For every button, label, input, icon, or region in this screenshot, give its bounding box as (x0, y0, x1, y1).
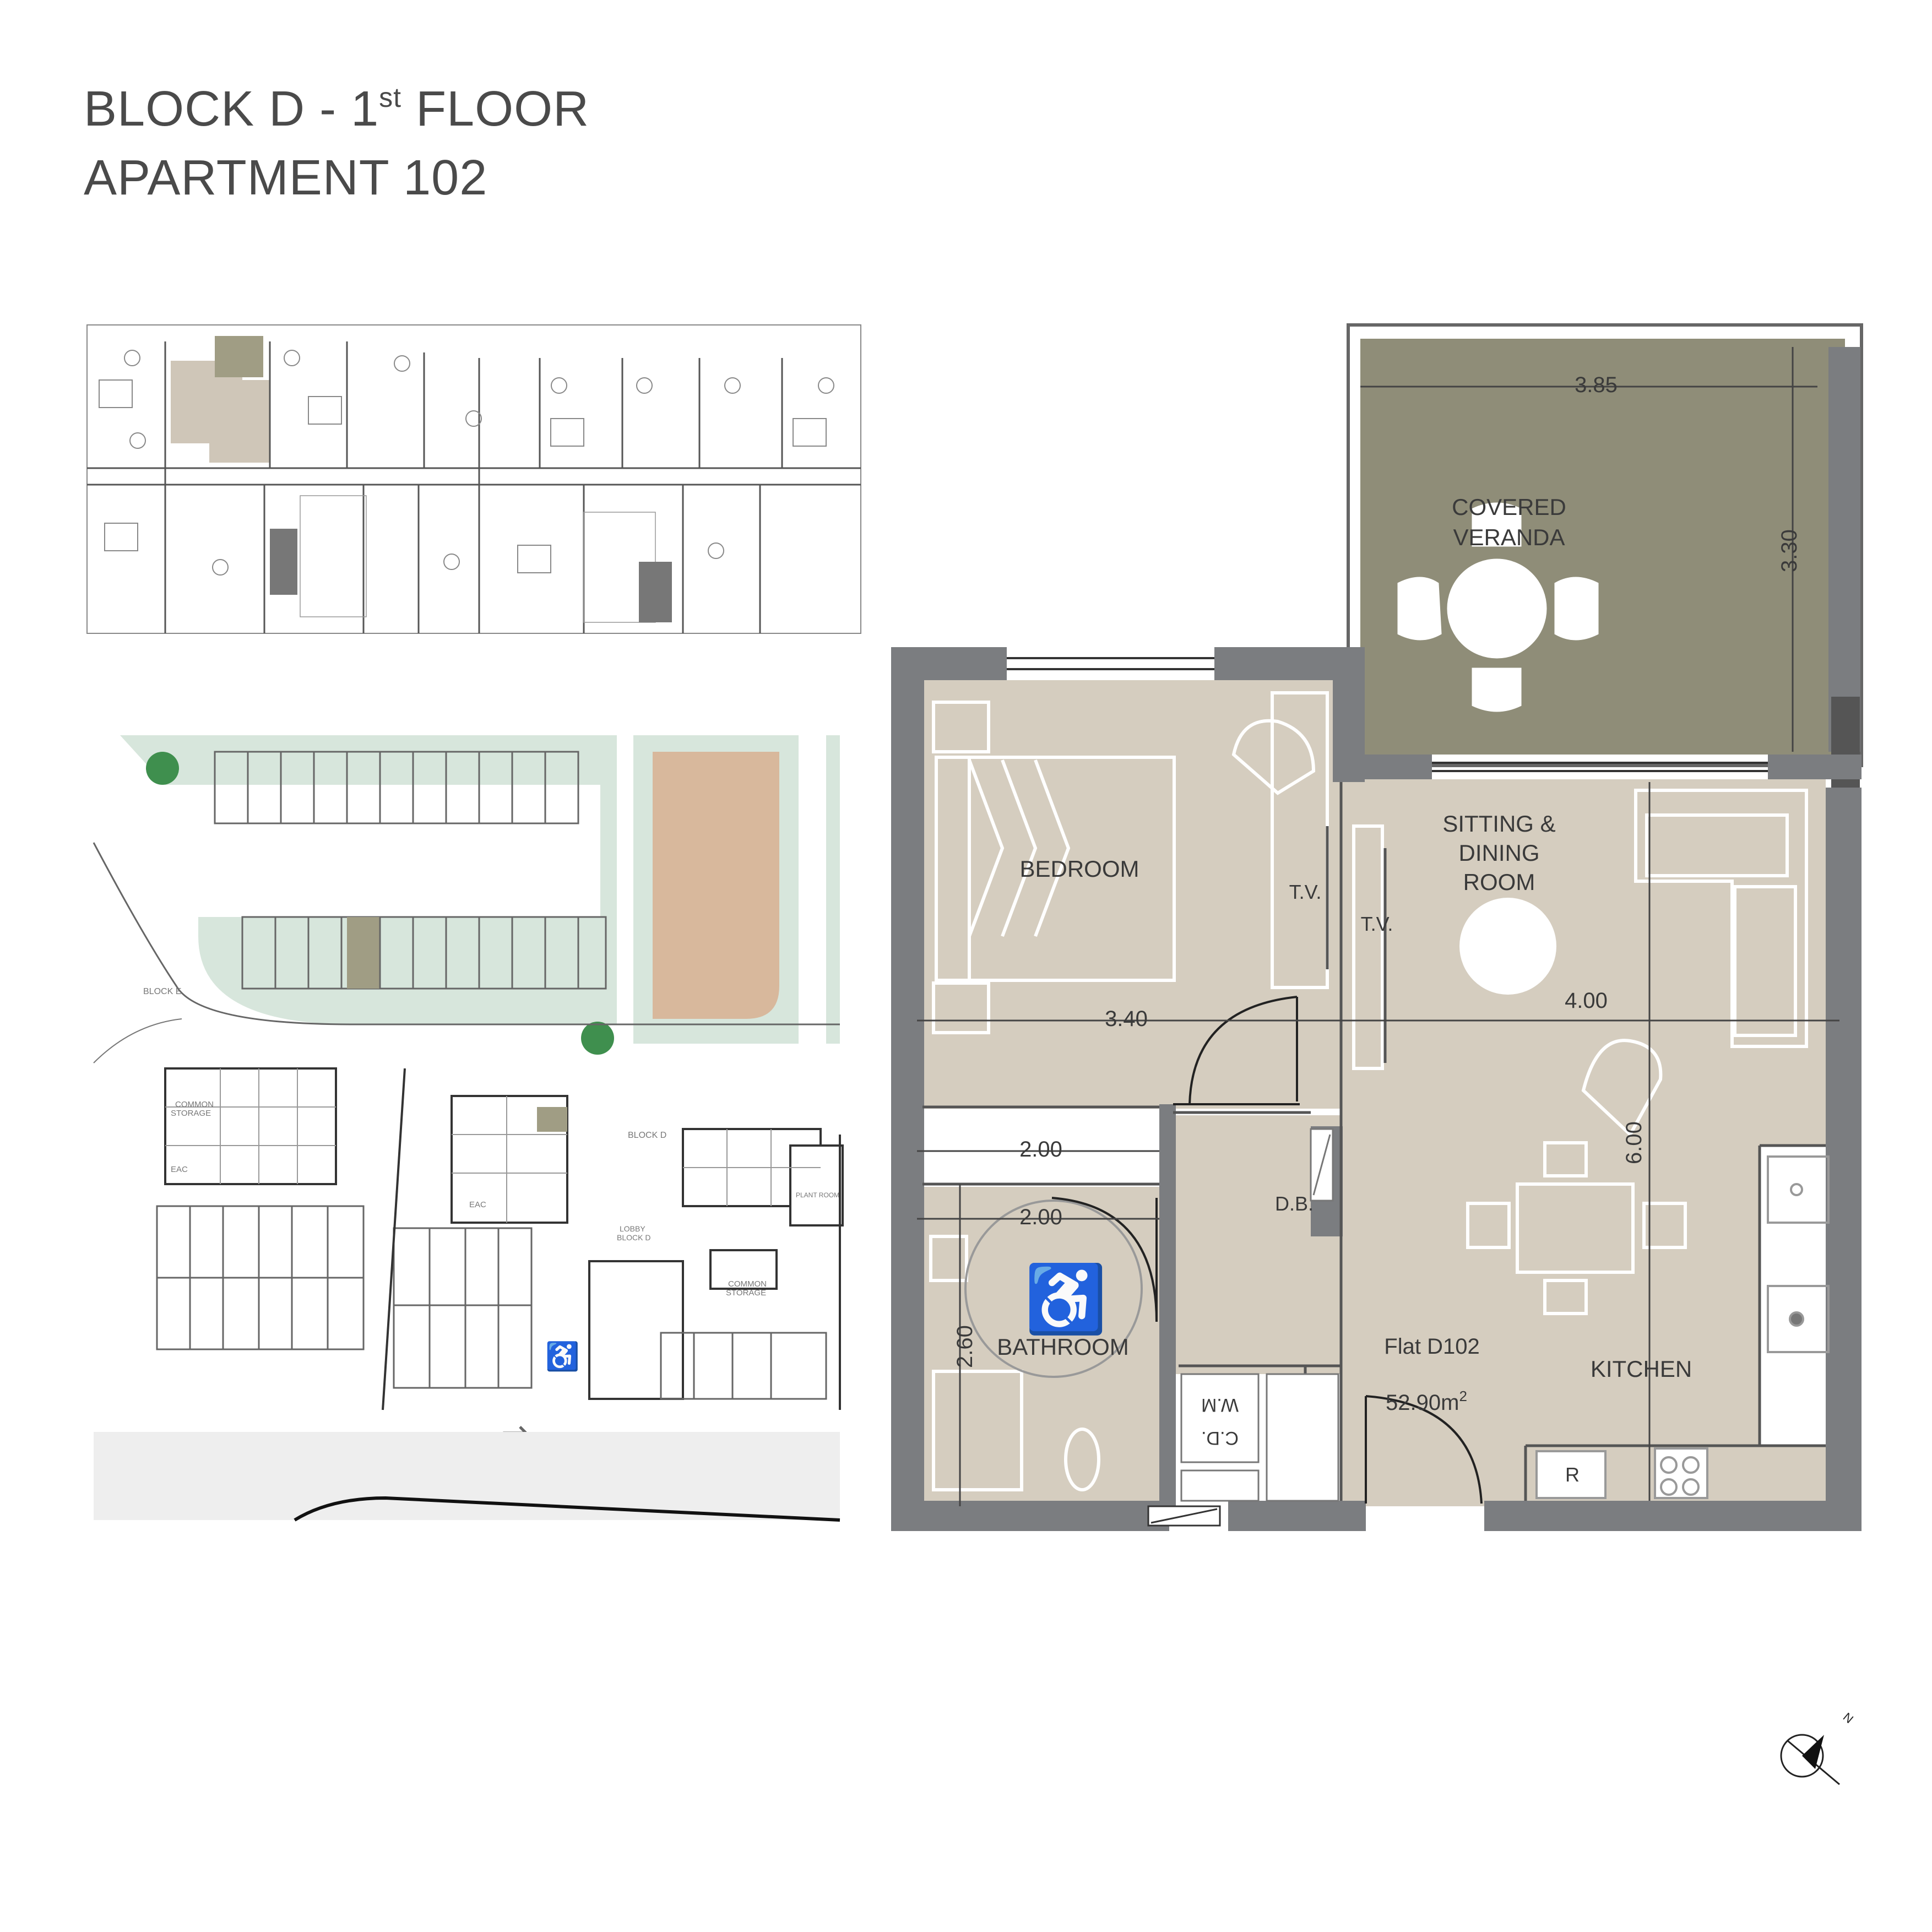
label-tv-bedroom: T.V. (1289, 881, 1322, 903)
north-arrow-icon: N (1780, 1710, 1856, 1786)
tree-icon (146, 752, 614, 1055)
dim-bathroom-width: 2.00 (1019, 1205, 1062, 1229)
title-ordinal-suffix: st (379, 82, 402, 113)
site-label-lobby-line2: BLOCK D (617, 1233, 650, 1242)
dim-bathroom-depth: 2.60 (953, 1325, 977, 1368)
accessible-parking-icon: ♿ (545, 1341, 579, 1372)
label-bathroom: BATHROOM (997, 1334, 1129, 1360)
label-covered-veranda-2: VERANDA (1453, 524, 1565, 550)
accessibility-icon: ♿ (1024, 1262, 1106, 1337)
dimension-lines (917, 782, 1839, 1506)
site-plan: BLOCK E COMMON STORAGE EAC EAC BLOCK D L… (93, 735, 844, 1522)
site-label-common-storage-1b: STORAGE (171, 1109, 211, 1118)
dim-hall-width: 2.00 (1019, 1137, 1062, 1162)
label-tv-sitting: T.V. (1361, 913, 1393, 935)
turning-circle-icon (964, 1200, 1143, 1378)
label-flat: Flat D102 (1384, 1334, 1479, 1359)
site-label-plant-room: PLANT ROOM (796, 1191, 839, 1199)
label-db: D.B. (1275, 1192, 1314, 1215)
dim-sitting-depth: 6.00 (1622, 1121, 1646, 1164)
bathroom-fixtures (929, 1235, 1100, 1491)
coffee-table-icon (1459, 898, 1556, 995)
veranda-dining-set-icon (1397, 502, 1599, 712)
dim-veranda-width: 3.85 (1575, 373, 1618, 397)
sofa-icon (1634, 789, 1808, 1048)
site-label-common-storage-2b: STORAGE (726, 1288, 766, 1298)
label-bedroom: BEDROOM (1019, 856, 1139, 882)
label-kitchen: KITCHEN (1591, 1356, 1692, 1382)
site-label-common-storage-2: COMMON (728, 1279, 767, 1289)
page-title-apartment: APARTMENT 102 (84, 150, 488, 205)
parking-row-top (214, 751, 607, 990)
svg-text:N: N (1841, 1710, 1856, 1726)
site-label-block-e: BLOCK E (143, 987, 181, 996)
label-area: 52.90m2 (1386, 1388, 1467, 1415)
door-swings (1051, 996, 1483, 1504)
apartment-floor-plan: ♿ (891, 323, 1863, 1531)
site-label-block-d: BLOCK D (628, 1131, 666, 1140)
tv-unit-icon (1352, 824, 1384, 1070)
key-floor-plan (86, 324, 861, 634)
bed-icon (932, 701, 1176, 1034)
veranda-floor (1360, 339, 1845, 755)
label-wm: W.M (1201, 1394, 1239, 1415)
dim-bedroom-width: 3.40 (1105, 1007, 1148, 1031)
dining-table-icon (1466, 1141, 1687, 1315)
title-block-floor: BLOCK D - 1 (84, 82, 379, 137)
dim-veranda-depth: 3.30 (1777, 529, 1801, 572)
site-label-eac-2: EAC (469, 1200, 486, 1209)
title-floor-word: FLOOR (401, 82, 590, 137)
label-fridge: R (1565, 1463, 1580, 1486)
label-sitting-3: ROOM (1463, 869, 1535, 895)
site-label-lobby-line1: LOBBY (620, 1224, 645, 1233)
page-title-line1: BLOCK D - 1st FLOOR (84, 84, 589, 134)
label-covered-veranda-1: COVERED (1452, 494, 1566, 520)
bedroom-floor (922, 680, 1345, 1109)
site-label-common-storage-1: COMMON (175, 1100, 214, 1109)
walls (891, 647, 1862, 1531)
label-sitting-1: SITTING & (1442, 811, 1555, 837)
site-label-eac-1: EAC (171, 1165, 188, 1174)
armchair-icon (1581, 1039, 1663, 1137)
parking-rows-bottom (156, 1205, 827, 1400)
label-sitting-2: DINING (1459, 840, 1540, 866)
label-area-value: 52.90m (1386, 1391, 1459, 1415)
label-cd: C.D. (1201, 1428, 1239, 1448)
label-area-unit-sup: 2 (1459, 1388, 1467, 1404)
kitchen-counter (1535, 1155, 1830, 1499)
dim-sitting-width: 4.00 (1565, 989, 1608, 1013)
